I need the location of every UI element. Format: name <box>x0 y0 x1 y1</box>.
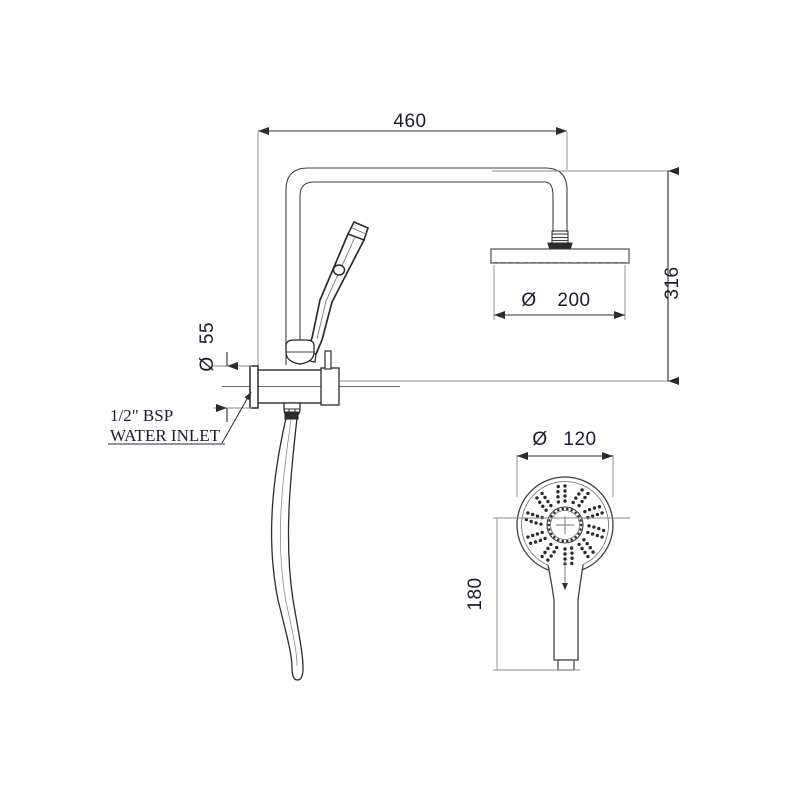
mixer-body <box>222 369 400 404</box>
handshower-holder-bracket <box>285 339 315 365</box>
flexible-hose <box>270 411 304 681</box>
water-inlet-note-line-1: 1/2" BSP <box>110 406 173 425</box>
diameter-value-200: 200 <box>557 290 590 311</box>
mixer-control-handle <box>320 350 340 406</box>
dimension-diameter-55 <box>213 352 252 422</box>
diameter-value-120: 120 <box>563 429 596 450</box>
dimension-label-316: 316 <box>662 266 683 299</box>
overhead-shower-head <box>490 248 630 264</box>
dimension-460 <box>257 127 568 370</box>
dimension-label-diameter-200: Ø 200 <box>521 290 590 311</box>
water-inlet-note-line-2: WATER INLET <box>110 426 221 445</box>
riser-rail-pipe <box>285 167 545 365</box>
dimension-label-180: 180 <box>465 577 486 610</box>
diameter-symbol-55: Ø <box>197 356 218 371</box>
overhead-shower-arm <box>544 167 573 251</box>
handshower-handle <box>547 560 584 671</box>
handshower-spray-face <box>516 476 614 574</box>
dimension-label-diameter-55: Ø 55 <box>197 322 218 372</box>
handshower-side-view <box>304 220 369 363</box>
water-inlet-leader <box>108 391 252 445</box>
dimension-diameter-200 <box>493 265 626 320</box>
dimension-316 <box>340 167 679 385</box>
diameter-symbol-200: Ø <box>521 290 536 311</box>
wall-inlet-flange <box>249 365 259 409</box>
diameter-value-55: 55 <box>197 322 218 344</box>
dimension-label-diameter-120: Ø 120 <box>532 429 596 450</box>
diameter-symbol-120: Ø <box>532 429 547 450</box>
dimension-180 <box>493 517 630 671</box>
dimension-label-460: 460 <box>393 111 426 132</box>
dimension-diameter-120 <box>516 452 614 497</box>
